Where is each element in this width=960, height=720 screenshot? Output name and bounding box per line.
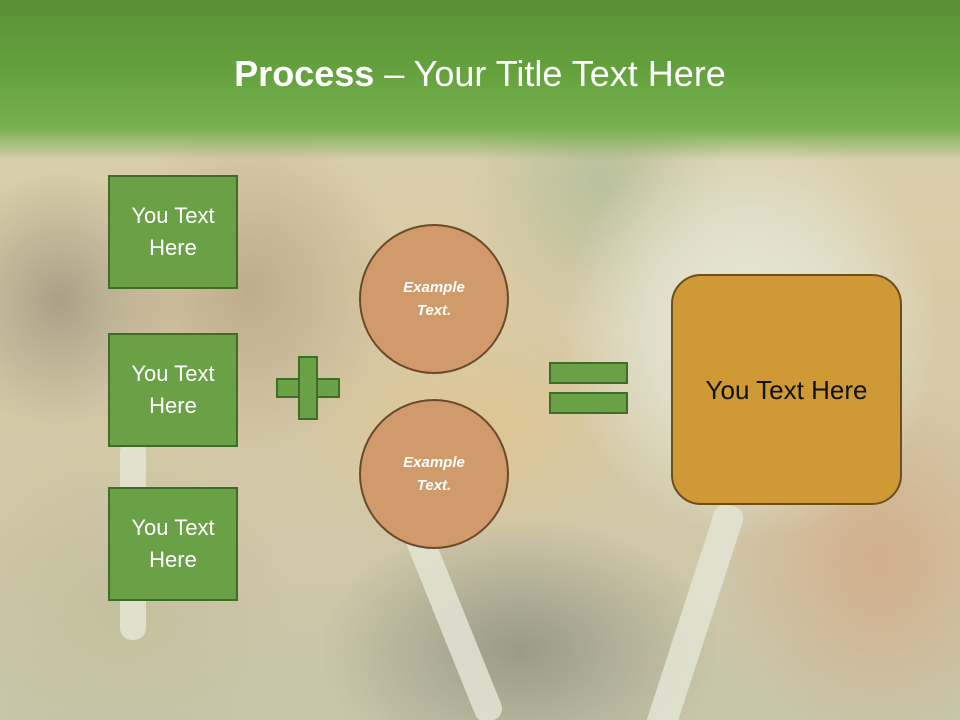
plus-icon [276,356,340,420]
example-circle-1[interactable]: Example Text. [359,224,509,374]
circle-label: Example Text. [403,454,465,494]
text-box-3[interactable]: You Text Here [108,487,238,601]
result-label: You Text Here [705,374,868,405]
text-box-label: You Text Here [131,515,215,572]
example-circle-2[interactable]: Example Text. [359,399,509,549]
result-box[interactable]: You Text Here [671,274,902,505]
text-box-label: You Text Here [131,361,215,418]
page-title: Process – Your Title Text Here [0,52,960,96]
title-rest: – Your Title Text Here [374,53,726,94]
text-box-label: You Text Here [131,203,215,260]
circle-label: Example Text. [403,279,465,319]
text-box-2[interactable]: You Text Here [108,333,238,447]
title-bold: Process [234,53,375,94]
text-box-1[interactable]: You Text Here [108,175,238,289]
title-band [0,0,960,160]
